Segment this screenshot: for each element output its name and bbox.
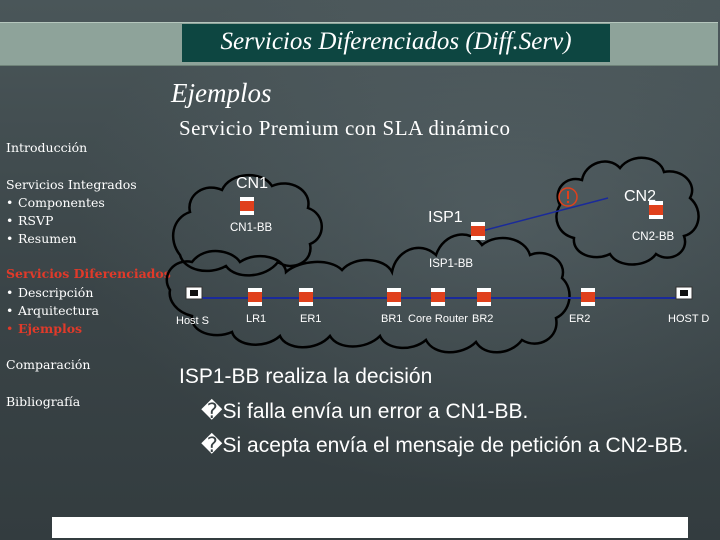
bullet-glyph: � <box>201 400 223 423</box>
label-br1: BR1 <box>381 313 402 325</box>
broker-cn1-bb <box>240 197 254 215</box>
footer-bar <box>52 517 688 538</box>
router-br2 <box>477 288 491 306</box>
cloud-isp1 <box>165 233 571 354</box>
nav-subitem-rsvp[interactable]: •RSVP <box>6 213 54 228</box>
nav-subitem-ejemplos[interactable]: •Ejemplos <box>6 321 83 336</box>
signaling-link <box>477 197 609 233</box>
title-box <box>182 24 610 62</box>
nav-subitem-label: Resumen <box>18 231 77 246</box>
cloud-cn1 <box>171 173 323 277</box>
nav-item-bibliografia[interactable]: Bibliografía <box>6 394 81 409</box>
label-lr1: LR1 <box>246 313 266 325</box>
nav-subitem-arquitectura[interactable]: •Arquitectura <box>6 303 99 318</box>
label-cn1-bb: CN1-BB <box>230 222 273 234</box>
alert-icon <box>558 187 578 207</box>
nav-item-introduccion[interactable]: Introducción <box>6 140 88 155</box>
nav-item-comparacion[interactable]: Comparación <box>6 357 91 372</box>
nav-subitem-resumen[interactable]: •Resumen <box>6 231 77 246</box>
decision-line-2: �Si acepta envía el mensaje de petición … <box>201 433 688 458</box>
decision-line-text: Si acepta envía el mensaje de petición a… <box>222 434 689 457</box>
nav-subitem-label: Descripción <box>18 285 94 300</box>
label-br2: BR2 <box>472 313 493 325</box>
label-isp1-bb: ISP1-BB <box>429 258 473 270</box>
label-core-router: Core Router <box>408 313 468 325</box>
bullet-glyph: � <box>201 434 223 457</box>
nav-subitem-label: RSVP <box>18 213 54 228</box>
router-er2 <box>581 288 595 306</box>
label-cn2-bb: CN2-BB <box>632 231 675 243</box>
label-isp1: ISP1 <box>428 209 463 226</box>
slide-title: Servicios Diferenciados (Diff.Serv) <box>220 28 572 55</box>
decision-line-1: �Si falla envía un error a CN1-BB. <box>201 399 528 424</box>
router-lr1 <box>248 288 262 306</box>
cloud-cn2 <box>555 156 700 266</box>
label-cn2: CN2 <box>624 188 656 205</box>
label-host-d: HOST D <box>668 313 709 325</box>
nav-subitem-componentes[interactable]: •Componentes <box>6 195 105 210</box>
label-er2: ER2 <box>569 313 590 325</box>
label-host-s: Host S <box>176 315 209 327</box>
decision-heading: ISP1-BB realiza la decisión <box>179 365 433 388</box>
router-er1 <box>299 288 313 306</box>
nav-subitem-label: Arquitectura <box>18 303 99 318</box>
broker-cn2-bb <box>649 201 663 219</box>
slide-subsubtitle: Servicio Premium con SLA dinámico <box>179 116 511 140</box>
label-er1: ER1 <box>300 313 321 325</box>
decision-line-text: Si falla envía un error a CN1-BB. <box>222 400 529 423</box>
router-core <box>431 288 445 306</box>
nav-subitem-descripcion[interactable]: •Descripción <box>6 285 94 300</box>
label-cn1: CN1 <box>236 175 268 192</box>
slide-subtitle: Ejemplos <box>171 78 272 108</box>
nav-subitem-label: Componentes <box>18 195 105 210</box>
nav-subitem-label: Ejemplos <box>18 321 83 336</box>
router-br1 <box>387 288 401 306</box>
broker-isp1-bb <box>471 222 485 240</box>
nav-item-servicios-integrados[interactable]: Servicios Integrados <box>6 177 137 192</box>
nav-item-servicios-diferenciados[interactable]: Servicios Diferenciados <box>6 266 171 281</box>
